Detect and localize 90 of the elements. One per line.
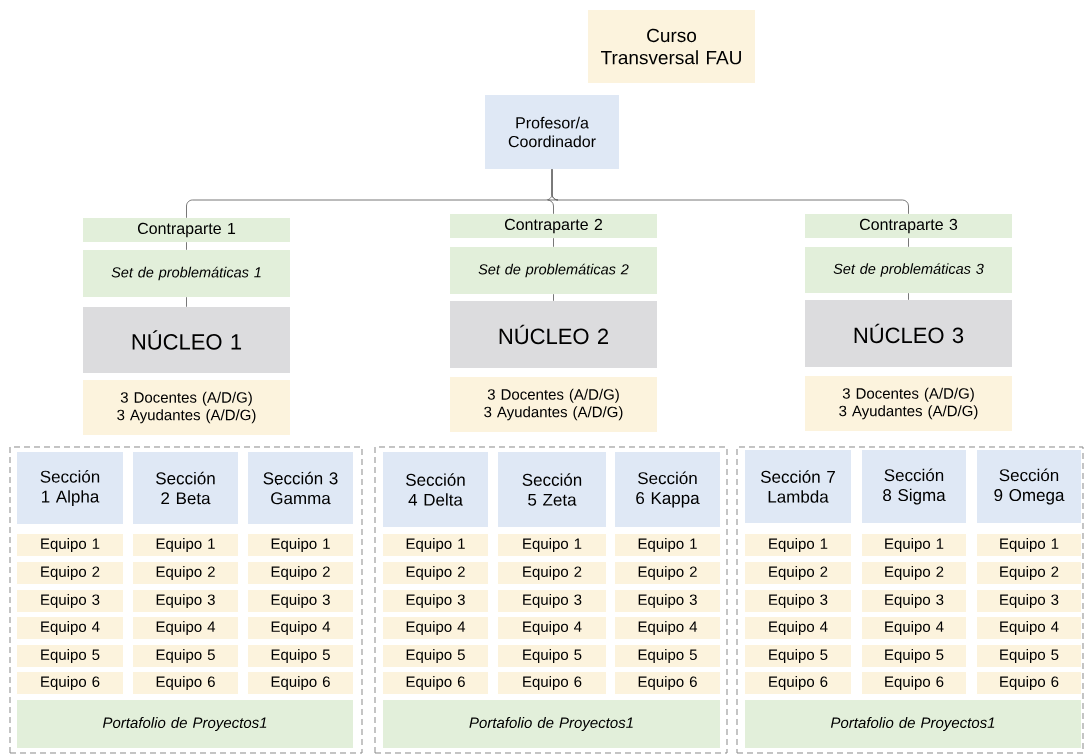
team-box: Equipo 5 <box>862 645 966 667</box>
team-box: Equipo 3 <box>133 590 238 612</box>
team-box: Equipo 2 <box>133 562 238 584</box>
section-box: Sección 8 Sigma <box>862 450 966 523</box>
staff-box: 3 Docentes (A/D/G) 3 Ayudantes (A/D/G) <box>450 377 657 432</box>
section-box: Sección 6 Kappa <box>615 452 720 527</box>
team-box: Equipo 4 <box>977 617 1081 639</box>
team-box: Equipo 2 <box>498 562 606 584</box>
problem-set-box: Set de problemáticas 3 <box>805 247 1012 293</box>
team-box: Equipo 4 <box>862 617 966 639</box>
connector-line <box>551 168 909 215</box>
portfolio-box: Portafolio de Proyectos1 <box>745 700 1081 748</box>
team-box: Equipo 1 <box>133 534 238 556</box>
team-box: Equipo 5 <box>383 645 488 667</box>
team-box: Equipo 3 <box>615 590 720 612</box>
section-box: Sección 7 Lambda <box>745 450 851 523</box>
section-group-frame <box>374 446 728 754</box>
nucleus-box: NÚCLEO 2 <box>450 301 657 368</box>
team-box: Equipo 2 <box>17 562 123 584</box>
team-box: Equipo 6 <box>498 672 606 694</box>
counterpart-box: Contraparte 3 <box>805 214 1012 238</box>
team-box: Equipo 4 <box>498 617 606 639</box>
team-box: Equipo 6 <box>977 672 1081 694</box>
section-box: Sección 5 Zeta <box>498 452 606 527</box>
team-box: Equipo 6 <box>17 672 123 694</box>
team-box: Equipo 6 <box>248 672 353 694</box>
team-box: Equipo 4 <box>248 617 353 639</box>
team-box: Equipo 1 <box>862 534 966 556</box>
portfolio-box: Portafolio de Proyectos1 <box>383 700 720 748</box>
section-box: Sección 4 Delta <box>383 452 488 527</box>
team-box: Equipo 1 <box>745 534 851 556</box>
connector-line <box>186 296 187 308</box>
team-box: Equipo 5 <box>17 645 123 667</box>
team-box: Equipo 5 <box>745 645 851 667</box>
team-box: Equipo 2 <box>383 562 488 584</box>
problem-set-box: Set de problemáticas 2 <box>450 247 657 294</box>
team-box: Equipo 4 <box>383 617 488 639</box>
title-box: Curso Transversal FAU <box>588 10 755 83</box>
team-box: Equipo 5 <box>133 645 238 667</box>
nucleus-box: NÚCLEO 1 <box>83 307 290 373</box>
team-box: Equipo 3 <box>248 590 353 612</box>
staff-box: 3 Docentes (A/D/G) 3 Ayudantes (A/D/G) <box>805 376 1012 431</box>
team-box: Equipo 3 <box>17 590 123 612</box>
counterpart-box: Contraparte 1 <box>83 218 290 242</box>
team-box: Equipo 3 <box>977 590 1081 612</box>
team-box: Equipo 2 <box>248 562 353 584</box>
team-box: Equipo 1 <box>615 534 720 556</box>
team-box: Equipo 4 <box>133 617 238 639</box>
team-box: Equipo 6 <box>745 672 851 694</box>
section-group-frame <box>9 446 363 754</box>
connector-line <box>553 293 554 302</box>
team-box: Equipo 2 <box>862 562 966 584</box>
team-box: Equipo 6 <box>615 672 720 694</box>
team-box: Equipo 1 <box>383 534 488 556</box>
team-box: Equipo 6 <box>133 672 238 694</box>
team-box: Equipo 5 <box>498 645 606 667</box>
team-box: Equipo 6 <box>862 672 966 694</box>
section-box: Sección 9 Omega <box>977 450 1081 523</box>
counterpart-box: Contraparte 2 <box>450 214 657 238</box>
team-box: Equipo 3 <box>862 590 966 612</box>
team-box: Equipo 1 <box>498 534 606 556</box>
team-box: Equipo 1 <box>248 534 353 556</box>
section-box: Sección 2 Beta <box>133 452 238 524</box>
team-box: Equipo 1 <box>17 534 123 556</box>
team-box: Equipo 3 <box>498 590 606 612</box>
team-box: Equipo 2 <box>745 562 851 584</box>
team-box: Equipo 5 <box>615 645 720 667</box>
section-group-frame <box>736 446 1084 754</box>
nucleus-box: NÚCLEO 3 <box>805 300 1012 367</box>
section-box: Sección 1 Alpha <box>17 452 123 524</box>
team-box: Equipo 4 <box>615 617 720 639</box>
team-box: Equipo 2 <box>615 562 720 584</box>
connector-line <box>553 237 554 248</box>
portfolio-box: Portafolio de Proyectos1 <box>17 700 353 748</box>
problem-set-box: Set de problemáticas 1 <box>83 250 290 297</box>
team-box: Equipo 5 <box>248 645 353 667</box>
connector-line <box>908 237 909 248</box>
team-box: Equipo 6 <box>383 672 488 694</box>
section-box: Sección 3 Gamma <box>248 452 353 524</box>
connector-line <box>186 241 187 251</box>
coordinator-box: Profesor/a Coordinador <box>485 95 619 169</box>
team-box: Equipo 1 <box>977 534 1081 556</box>
connector-line <box>908 292 909 301</box>
team-box: Equipo 4 <box>745 617 851 639</box>
team-box: Equipo 2 <box>977 562 1081 584</box>
staff-box: 3 Docentes (A/D/G) 3 Ayudantes (A/D/G) <box>83 380 290 435</box>
team-box: Equipo 3 <box>383 590 488 612</box>
team-box: Equipo 4 <box>17 617 123 639</box>
team-box: Equipo 5 <box>977 645 1081 667</box>
team-box: Equipo 3 <box>745 590 851 612</box>
